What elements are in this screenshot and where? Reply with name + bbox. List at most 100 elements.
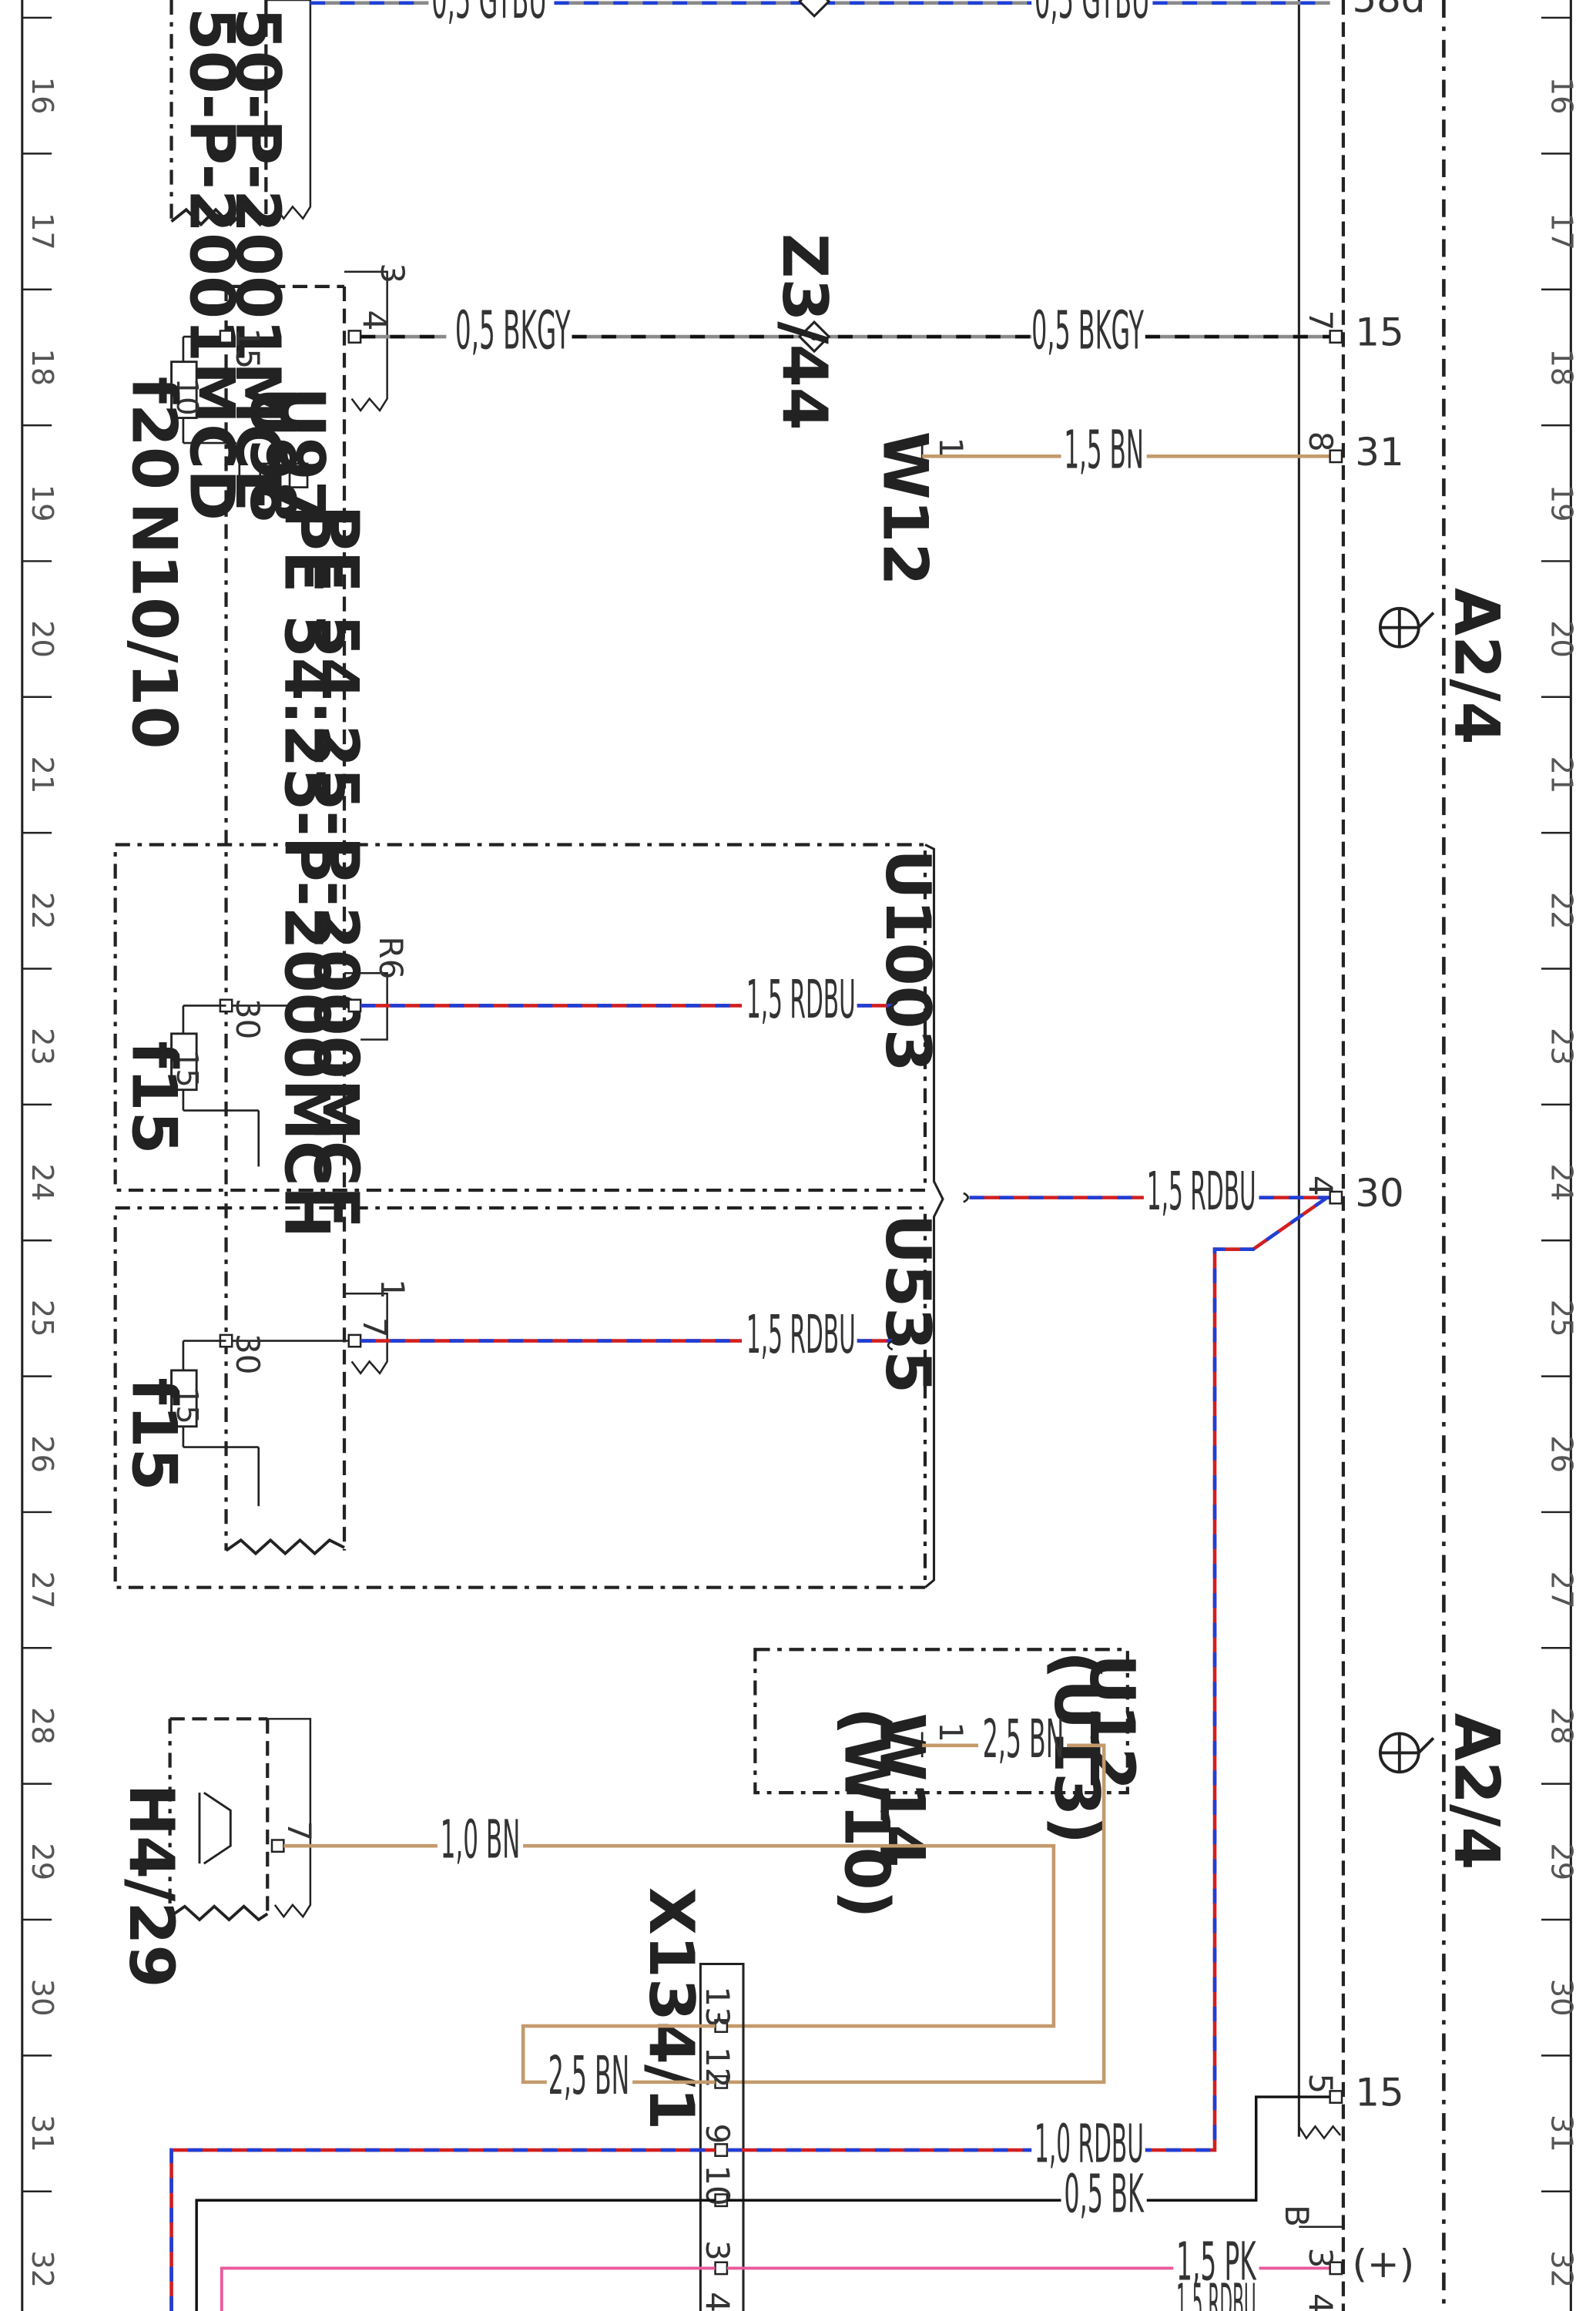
wire-label-w12: 1,5 BN	[1064, 420, 1144, 481]
f15-label-2: f15	[119, 1377, 191, 1491]
u97-ref: PE 54.25-P-2000MCF	[300, 505, 373, 1229]
top-block-label-2: 50-P-2001MCE	[222, 8, 294, 512]
grid-row-label-right: 32	[1544, 2250, 1578, 2288]
grid-ticks	[22, 16, 1571, 2192]
grid-row-label-right: 27	[1544, 1571, 1578, 1609]
fuse-f15-u535: 30 15 f15 1 7 1,5 RDBU	[119, 1279, 898, 1507]
grid-row-label-left: 30	[25, 1979, 59, 2017]
grid-row-label-right: 30	[1544, 1979, 1578, 2017]
u98-ref: PE 54.25-P-2000MCH	[270, 505, 343, 1239]
w12-label: W12	[869, 431, 941, 586]
wire-w14: 2,5 BN	[721, 1709, 1106, 2085]
h4-pin-7: 7	[280, 1821, 318, 1842]
x134-pin-4: 4	[699, 2292, 736, 2311]
u12-label: U12	[1076, 1654, 1148, 1790]
grid-row-label-left: 26	[25, 1435, 59, 1473]
fuse-f15-u1003: 30 15 f15 R6 1,5 RDBU	[119, 936, 898, 1167]
r6-label: R6	[372, 936, 410, 979]
n10-pin-4: 4	[356, 310, 394, 331]
w14-label: W14	[866, 1713, 938, 1868]
u13-label: (U13)	[1041, 1651, 1113, 1844]
grid-row-label-left: 31	[25, 2115, 59, 2152]
terminal-15-top: 15	[1355, 310, 1403, 355]
u12-box: U12 (U13) W14 (W10) 1	[753, 1648, 1148, 1918]
splice-z3-44-label: Z3/44	[769, 233, 841, 431]
u535-pin-7: 7	[356, 1317, 394, 1338]
grid-row-label-left: 19	[25, 485, 59, 522]
w12-pin-1: 1	[932, 437, 970, 458]
terminal-15-bottom: 15	[1355, 2071, 1403, 2115]
u1003-box: U1003	[113, 843, 944, 1192]
grid-row-label-left: 22	[25, 892, 59, 930]
n10-pin-15: 15	[229, 328, 267, 370]
grid-row-label-right: 31	[1544, 2115, 1578, 2152]
x134-1-label: X134/1	[635, 1887, 708, 2131]
grid-row-label-left: 24	[25, 1164, 59, 1202]
a2-4-pin-B: B	[1278, 2205, 1316, 2227]
wire-label-bottom-partial: 1,5 RDBU	[1176, 2272, 1256, 2311]
grid-row-label-left: 23	[25, 1028, 59, 1065]
f15-label-1: f15	[119, 1041, 191, 1154]
n10-10-block: 3 10 f20 15 4 U97 U98 PE 54.25-P-2000MCF…	[119, 263, 411, 1556]
f15-rating-2: 15	[169, 1387, 204, 1424]
x134-pin-9: 9	[699, 2124, 736, 2145]
fuse-f20-label: f20	[119, 377, 191, 490]
grid-row-label-left: 27	[25, 1571, 59, 1609]
h4-29-label: H4/29	[116, 1784, 188, 1988]
a2-4-pin-3: 3	[1302, 2248, 1340, 2269]
wire-h4: 1,0 BN	[283, 1810, 1056, 2028]
h4-29-block: 7 H4/29	[116, 1717, 318, 1988]
wire-label-w14: 2,5 BN	[983, 1709, 1065, 1770]
radio-transceiver-icon	[1378, 606, 1435, 649]
terminal-30: 30	[1355, 1171, 1403, 1216]
terminal-58d: 58d	[1352, 0, 1425, 21]
u1003-pin-30: 30	[229, 998, 267, 1040]
grid-row-label-right: 26	[1544, 1435, 1578, 1473]
grid-frame	[21, 0, 1572, 2311]
hand-icon	[259, 462, 309, 488]
grid-row-label-right: 16	[1544, 77, 1578, 115]
brace	[924, 844, 944, 1588]
x134-pin-3: 3	[699, 2240, 736, 2261]
wire-label-bkgy-right: 0,5 BKGY	[1031, 300, 1144, 361]
a2-4-label-bottom: A2/4	[1441, 1713, 1514, 1870]
wire-x12: 2,5 BN	[521, 2024, 716, 2107]
u535-box: U535	[113, 1206, 944, 1589]
u535-label: U535	[872, 1214, 944, 1394]
horn-icon	[198, 1791, 232, 1865]
wire-rdbu-main: 1,5 RDBU 4 30	[963, 1161, 1404, 2152]
wire-label-x9: 1,0 RDBU	[1034, 2113, 1144, 2175]
x134-pin-13: 13	[699, 1986, 736, 2028]
top-block-label-1: 50-P-2001MCD	[176, 8, 248, 521]
grid-row-label-right: 24	[1544, 1164, 1578, 1202]
u535-pin-1: 1	[374, 1279, 411, 1300]
wire-label-rdbu-main: 1,5 RDBU	[1147, 1161, 1256, 1223]
wire-label-x12: 2,5 BN	[548, 2045, 630, 2107]
a2-4-label-top: A2/4	[1441, 588, 1514, 745]
w10-label: (W10)	[830, 1707, 903, 1918]
grid-row-label-left: 28	[25, 1707, 59, 1745]
grid-row-label-left: 25	[25, 1300, 59, 1337]
grid-row-label-left: 17	[25, 213, 59, 250]
a2-4-pin-7: 7	[1302, 310, 1340, 331]
wire-x3: 1,5 PK 3 B (+)	[220, 2205, 1414, 2311]
grid-row-label-right: 21	[1544, 756, 1578, 793]
terminal-31: 31	[1355, 430, 1403, 475]
wire-label-h4: 1,0 BN	[441, 1810, 521, 1871]
grid-row-label-left: 18	[25, 348, 59, 386]
grid-row-label-left: 20	[25, 620, 59, 658]
grid-row-label-right: 19	[1544, 485, 1578, 522]
wire-x10: 0,5 BK 5 15	[195, 2071, 1404, 2311]
u1003-label: U1003	[872, 849, 944, 1072]
a2-4-pin-5: 5	[1302, 2073, 1340, 2094]
grid-row-label-right: 18	[1544, 348, 1578, 386]
grid-row-label-left: 32	[25, 2250, 59, 2288]
a2-4-pin-4: 4	[1302, 1176, 1340, 1196]
wire-label-u535: 1,5 RDBU	[746, 1304, 856, 1366]
wire-label-gybu-top-right: 0,5 GYBU	[1034, 0, 1150, 31]
grid-row-label-right: 20	[1544, 620, 1578, 658]
top-component-block: 50-P-2001MCD 50-P-2001MCE	[169, 0, 312, 521]
grid-row-label-right: 22	[1544, 892, 1578, 930]
